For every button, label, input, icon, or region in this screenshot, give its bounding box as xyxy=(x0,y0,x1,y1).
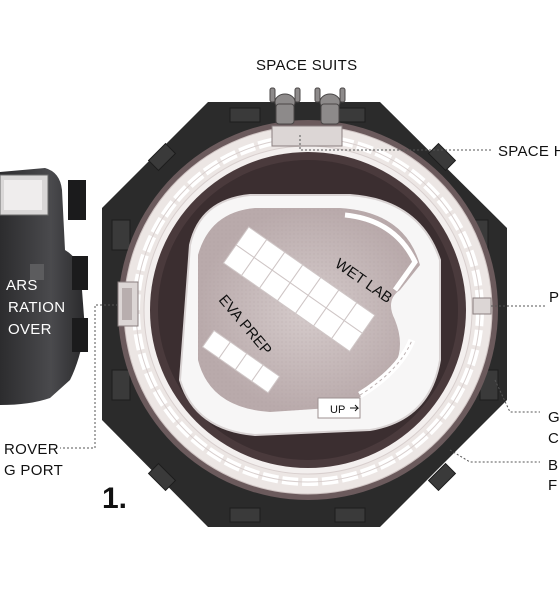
label-mars-rover-3: OVER xyxy=(8,321,52,338)
label-rover-port-2: G PORT xyxy=(4,462,64,479)
figure-number: 1. xyxy=(102,482,128,515)
label-right-c: C xyxy=(548,430,560,447)
label-right-g: G xyxy=(548,409,560,426)
mars-rover xyxy=(0,168,88,405)
label-right-p: P xyxy=(549,289,560,306)
label-space-suits: SPACE SUITS xyxy=(256,57,358,74)
rover-docking-hatch xyxy=(117,281,139,327)
label-rover-port-1: ROVER xyxy=(4,441,59,458)
label-mars-rover-1: ARS xyxy=(6,277,38,294)
label-mars-rover-2: RATION xyxy=(8,299,66,316)
label-space-hatch: SPACE H xyxy=(498,143,560,160)
label-right-f: F xyxy=(548,477,558,494)
eva-table-grid xyxy=(222,226,376,352)
space-suits-icon xyxy=(269,87,346,147)
up-label: UP xyxy=(330,404,345,416)
label-right-b: B xyxy=(548,457,559,474)
wet-lab-partition xyxy=(344,212,418,292)
up-box xyxy=(317,397,361,419)
right-hatch xyxy=(472,297,492,315)
eva-bench xyxy=(201,329,281,394)
leader-lines xyxy=(60,135,545,463)
